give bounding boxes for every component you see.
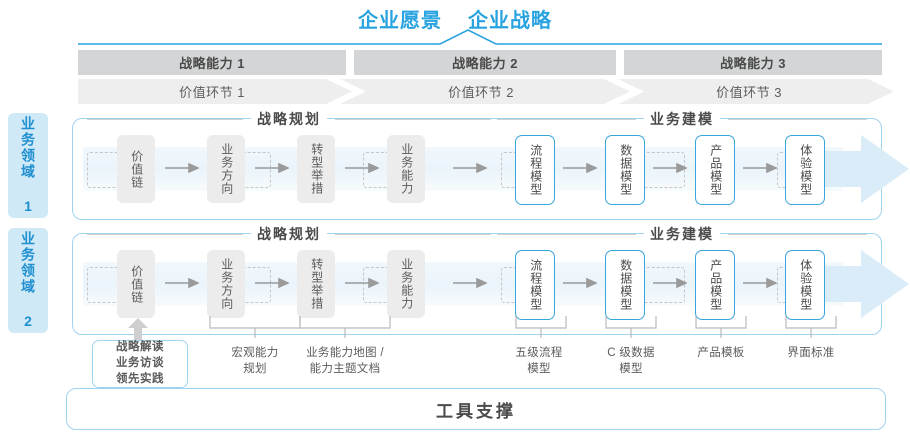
- node-product-model[interactable]: 产品模型: [695, 135, 735, 205]
- section-rule-left: [87, 118, 243, 120]
- tool-support-label: 工具支撑: [436, 401, 516, 421]
- annotation-five-level-process: 五级流程 模型: [515, 347, 563, 375]
- sidebar-item-label: 业务领域 1: [20, 115, 37, 216]
- flow-arrow: [653, 163, 687, 173]
- tool-support-bar: 工具支撑: [66, 388, 886, 430]
- capability-divider: [346, 50, 354, 75]
- tool-box-line-3: 领先实践: [116, 372, 164, 385]
- flow-arrow: [165, 278, 199, 288]
- annotation-brackets: [209, 316, 837, 338]
- annotation-macro-capability: 宏观能力 规划: [231, 347, 279, 375]
- section-header-strategic-planning: 战略规划: [87, 109, 491, 129]
- section-header-business-modeling: 业务建模: [497, 224, 867, 244]
- flow-arrow: [345, 163, 379, 173]
- node-business-direction[interactable]: 业务方向: [207, 250, 245, 318]
- flow-arrow: [255, 278, 289, 288]
- flow-arrow: [563, 278, 597, 288]
- section-rule-left: [497, 118, 636, 120]
- flow-arrow: [165, 163, 199, 173]
- annotation-tool-box[interactable]: 战略解读 业务访谈 领先实践: [92, 340, 188, 388]
- flow-arrow: [453, 163, 487, 173]
- value-chain-cell-2[interactable]: 价值环节 2: [448, 85, 514, 100]
- section-header-business-modeling: 业务建模: [497, 109, 867, 129]
- tool-to-valuechain-arrow: [128, 318, 148, 344]
- flow-arrow: [563, 163, 597, 173]
- node-business-direction[interactable]: 业务方向: [207, 135, 245, 203]
- capability-cell-1[interactable]: 战略能力 1: [78, 50, 346, 75]
- sidebar-item-domain-2[interactable]: 业务领域 2: [8, 228, 48, 333]
- flow-arrow: [653, 278, 687, 288]
- node-value-chain[interactable]: 价值链: [117, 250, 155, 318]
- flow-arrow: [453, 278, 487, 288]
- section-rule-right: [335, 233, 491, 235]
- section-rule-left: [497, 233, 636, 235]
- section-rule-right: [728, 233, 867, 235]
- value-chain-cell-3[interactable]: 价值环节 3: [716, 85, 782, 100]
- flow-arrow: [743, 278, 777, 288]
- capability-cell-3[interactable]: 战略能力 3: [624, 50, 882, 75]
- section-rule-right: [335, 118, 491, 120]
- sidebar-item-label: 业务领域 2: [20, 230, 37, 331]
- node-transformation-measures[interactable]: 转型举措: [297, 250, 335, 318]
- title-enterprise-strategy: 企业战略: [468, 10, 552, 32]
- node-process-model[interactable]: 流程模型: [515, 250, 555, 320]
- tool-box-line-2: 业务访谈: [116, 357, 164, 370]
- node-experience-model[interactable]: 体验模型: [785, 250, 825, 320]
- section-rule-right: [728, 118, 867, 120]
- flow-arrow: [345, 278, 379, 288]
- enterprise-titles: 企业愿景 企业战略: [0, 4, 910, 33]
- node-value-chain[interactable]: 价值链: [117, 135, 155, 203]
- tool-box-line-1: 战略解读: [116, 341, 164, 354]
- node-data-model[interactable]: 数据模型: [605, 135, 645, 205]
- value-chain-labels: 价值环节 1 价值环节 2 价值环节 3: [78, 79, 882, 104]
- value-chain-cell-1[interactable]: 价值环节 1: [179, 85, 245, 100]
- sidebar-item-domain-1[interactable]: 业务领域 1: [8, 113, 48, 218]
- annotation-c-level-data: C 级数据 模型: [607, 347, 655, 375]
- business-domain-row-2: 战略规划 业务建模 价值链 业务方向 转型举措 业务能力 流程模型 数据模型 产…: [72, 224, 909, 335]
- node-product-model[interactable]: 产品模型: [695, 250, 735, 320]
- strategic-capability-band: 战略能力 1 战略能力 2 战略能力 3: [78, 50, 882, 75]
- title-enterprise-vision: 企业愿景: [358, 10, 442, 32]
- node-process-model[interactable]: 流程模型: [515, 135, 555, 205]
- flow-arrow: [743, 163, 777, 173]
- section-header-strategic-planning: 战略规划: [87, 224, 491, 244]
- node-business-capability[interactable]: 业务能力: [387, 250, 425, 318]
- section-rule-left: [87, 233, 243, 235]
- title-connector-line: [78, 29, 882, 45]
- node-data-model[interactable]: 数据模型: [605, 250, 645, 320]
- node-transformation-measures[interactable]: 转型举措: [297, 135, 335, 203]
- annotation-capability-map: 业务能力地图 / 能力主题文档: [306, 347, 384, 375]
- node-business-capability[interactable]: 业务能力: [387, 135, 425, 203]
- flow-arrow: [255, 163, 289, 173]
- capability-cell-2[interactable]: 战略能力 2: [354, 50, 616, 75]
- annotation-product-template: 产品模板: [697, 347, 745, 359]
- node-experience-model[interactable]: 体验模型: [785, 135, 825, 205]
- value-chain-band: [78, 79, 894, 104]
- business-domain-row-1: 战略规划 业务建模 价值链 业务方向 转型举措 业务能力 流程模型 数据模型 产…: [72, 109, 909, 220]
- capability-divider: [616, 50, 624, 75]
- annotation-ui-standard: 界面标准: [787, 347, 835, 359]
